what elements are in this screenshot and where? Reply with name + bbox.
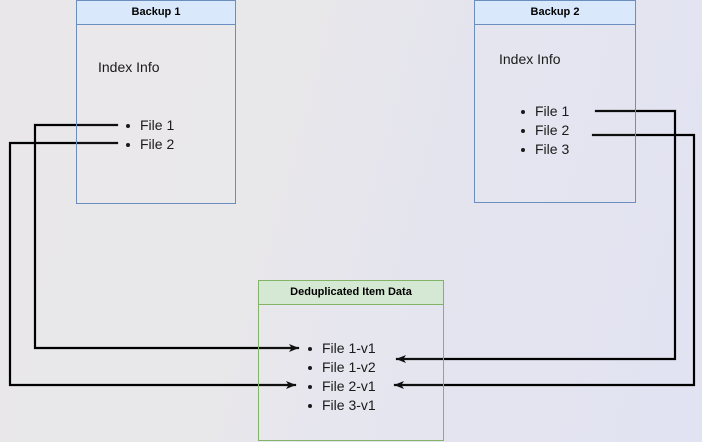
backup-2-index-label: Index Info (499, 51, 561, 67)
dedup-item: File 1-v1 (305, 339, 376, 358)
backup-2-file-item: File 3 (518, 140, 569, 159)
deduplicated-item-data-title: Deduplicated Item Data (259, 281, 443, 305)
backup-1-file-item: File 2 (123, 135, 174, 154)
backup-1-box: Backup 1 Index Info File 1 File 2 (76, 0, 236, 204)
dedup-item: File 1-v2 (305, 358, 376, 377)
deduplicated-item-list: File 1-v1 File 1-v2 File 2-v1 File 3-v1 (305, 339, 376, 415)
connector-backup2-file2-to-file2v1 (393, 133, 696, 389)
backup-2-box: Backup 2 Index Info File 1 File 2 File 3 (474, 0, 636, 203)
backup-1-file-item: File 1 (123, 116, 174, 135)
backup-1-title: Backup 1 (77, 1, 235, 25)
backup-1-index-label: Index Info (98, 59, 160, 75)
dedup-item: File 2-v1 (305, 377, 376, 396)
backup-1-file-list: File 1 File 2 (123, 116, 174, 154)
backup-2-title: Backup 2 (475, 1, 635, 25)
connector-backup1-file2-to-file2v1 (8, 141, 297, 389)
backup-2-file-item: File 2 (518, 121, 569, 140)
backup-2-file-item: File 1 (518, 102, 569, 121)
backup-2-file-list: File 1 File 2 File 3 (518, 102, 569, 159)
deduplicated-item-data-box: Deduplicated Item Data File 1-v1 File 1-… (258, 280, 444, 441)
dedup-item: File 3-v1 (305, 396, 376, 415)
